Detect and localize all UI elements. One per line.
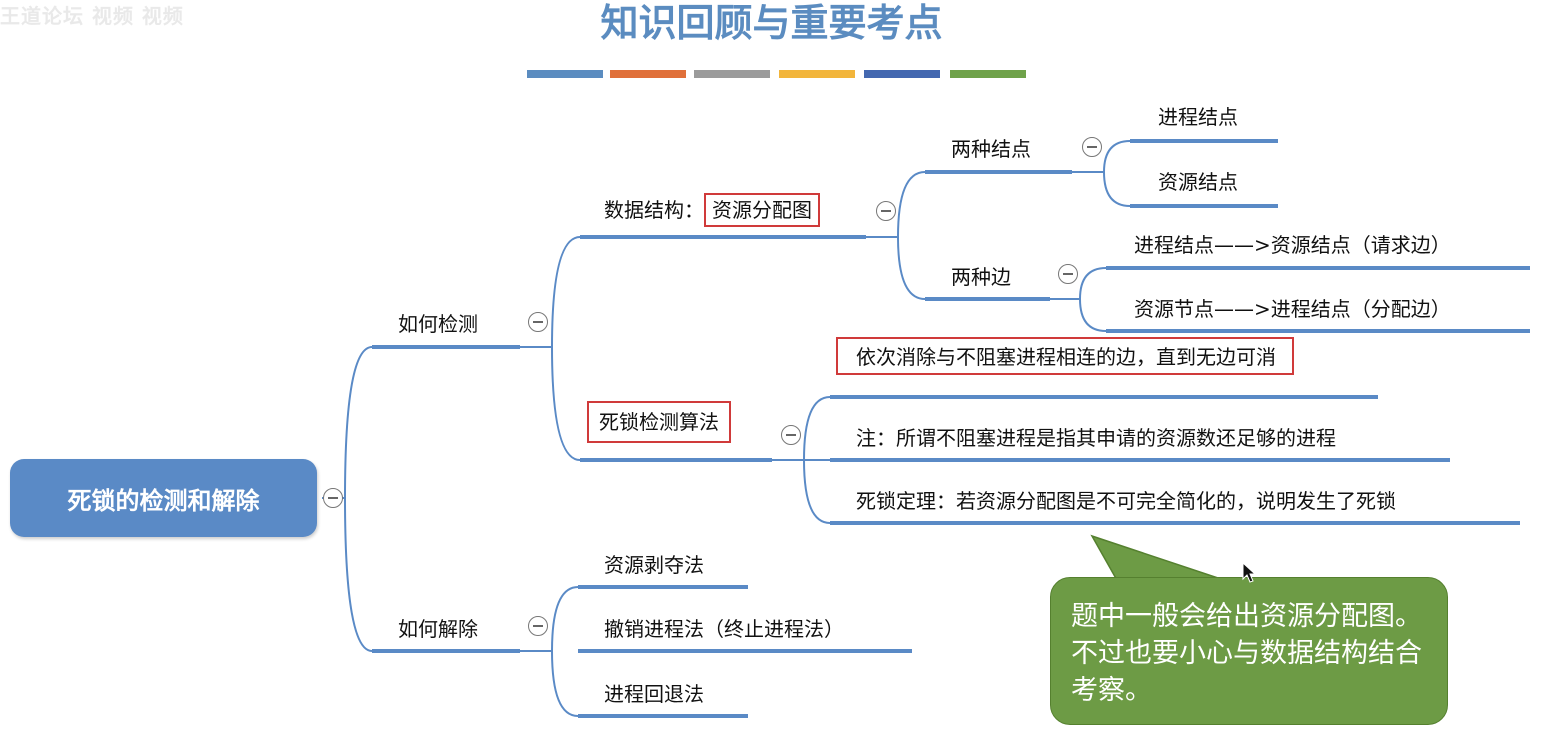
node-resource-preemption[interactable]: 资源剥夺法 <box>604 553 704 577</box>
node-process-node[interactable]: 进程结点 <box>1158 105 1238 129</box>
root-collapse-button[interactable] <box>323 488 343 508</box>
color-bar-2 <box>610 70 686 78</box>
node-deadlock-theorem[interactable]: 死锁定理：若资源分配图是不可完全简化的，说明发生了死锁 <box>856 489 1396 513</box>
algorithm-collapse-button[interactable] <box>781 425 801 445</box>
highlight-resource-allocation-graph: 资源分配图 <box>704 193 820 227</box>
node-resolve[interactable]: 如何解除 <box>398 617 478 641</box>
node-request-edge[interactable]: 进程结点——>资源结点（请求边） <box>1134 233 1451 257</box>
color-bar-1 <box>527 70 603 78</box>
node-process-rollback[interactable]: 进程回退法 <box>604 682 704 706</box>
resolve-collapse-button[interactable] <box>528 616 548 636</box>
node-data-structure[interactable]: 数据结构：资源分配图 <box>604 193 820 227</box>
node-detect[interactable]: 如何检测 <box>398 312 478 336</box>
color-bar-3 <box>694 70 770 78</box>
highlight-algorithm-step: 依次消除与不阻塞进程相连的边，直到无边可消 <box>836 337 1294 375</box>
node-assignment-edge[interactable]: 资源节点——>进程结点（分配边） <box>1134 297 1451 321</box>
node-resource-node[interactable]: 资源结点 <box>1158 170 1238 194</box>
node-types-collapse-button[interactable] <box>1082 137 1102 157</box>
node-node-types[interactable]: 两种结点 <box>951 137 1031 161</box>
node-algorithm-note[interactable]: 注：所谓不阻塞进程是指其申请的资源数还足够的进程 <box>856 426 1336 450</box>
node-detection-algorithm[interactable]: 死锁检测算法 <box>587 401 731 443</box>
highlight-detection-algorithm: 死锁检测算法 <box>587 401 731 443</box>
node-algorithm-step[interactable]: 依次消除与不阻塞进程相连的边，直到无边可消 <box>836 337 1294 375</box>
color-bar-4 <box>779 70 855 78</box>
node-edge-types[interactable]: 两种边 <box>951 265 1011 289</box>
data-structure-collapse-button[interactable] <box>876 201 896 221</box>
root-node[interactable]: 死锁的检测和解除 <box>10 459 317 537</box>
callout-note: 题中一般会给出资源分配图。不过也要小心与数据结构结合考察。 <box>1050 577 1448 725</box>
color-bar-5 <box>864 70 940 78</box>
mouse-cursor-icon <box>1242 562 1257 583</box>
watermark: 王道论坛 视频 视频 <box>0 4 184 28</box>
page-title: 知识回顾与重要考点 <box>600 1 943 45</box>
detect-collapse-button[interactable] <box>528 312 548 332</box>
color-bar-6 <box>950 70 1026 78</box>
node-process-termination[interactable]: 撤销进程法（终止进程法） <box>604 617 844 641</box>
data-structure-label: 数据结构： <box>604 198 704 222</box>
edge-types-collapse-button[interactable] <box>1058 264 1078 284</box>
